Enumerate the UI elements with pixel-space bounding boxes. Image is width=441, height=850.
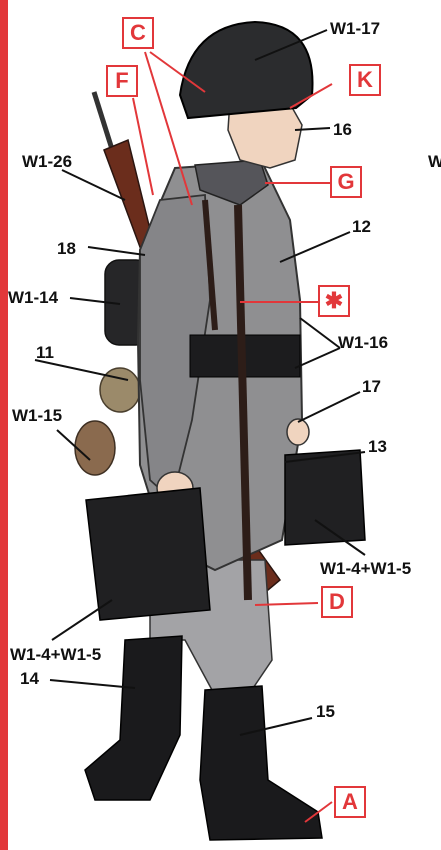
tag-a: A: [334, 786, 366, 818]
label-17: 17: [362, 377, 381, 396]
boots: [84, 635, 323, 841]
leader-lines-black: [34, 29, 366, 736]
label-16: 16: [333, 120, 352, 139]
label-w1-16: W1-16: [338, 333, 389, 352]
tag-c: C: [122, 17, 154, 49]
label-w1-17: W1-17: [330, 19, 381, 38]
label-edge-fragment: W: [428, 152, 441, 171]
tag-f: F: [106, 65, 138, 97]
label-12: 12: [352, 217, 371, 236]
tag-k: K: [349, 64, 381, 96]
uniform-coat: [136, 159, 304, 601]
head: [178, 20, 314, 169]
leader-lines-red: [132, 51, 333, 823]
label-w1-26: W1-26: [22, 152, 73, 171]
ammo-boxes: [85, 449, 366, 621]
label-13: 13: [368, 437, 387, 456]
tag-d: D: [321, 586, 353, 618]
tag-asterisk: ✱: [318, 285, 350, 317]
tag-g: G: [330, 166, 362, 198]
label-w1-4-w1-5-right: W1-4+W1-5: [320, 559, 412, 578]
label-18: 18: [57, 239, 76, 258]
label-15: 15: [316, 702, 335, 721]
label-14: 14: [20, 669, 39, 688]
label-w1-4-w1-5-left: W1-4+W1-5: [10, 645, 102, 664]
label-w1-14: W1-14: [8, 288, 59, 307]
label-11: 11: [36, 343, 54, 362]
red-edge-stripe: [0, 0, 8, 850]
label-w1-15: W1-15: [12, 406, 63, 425]
